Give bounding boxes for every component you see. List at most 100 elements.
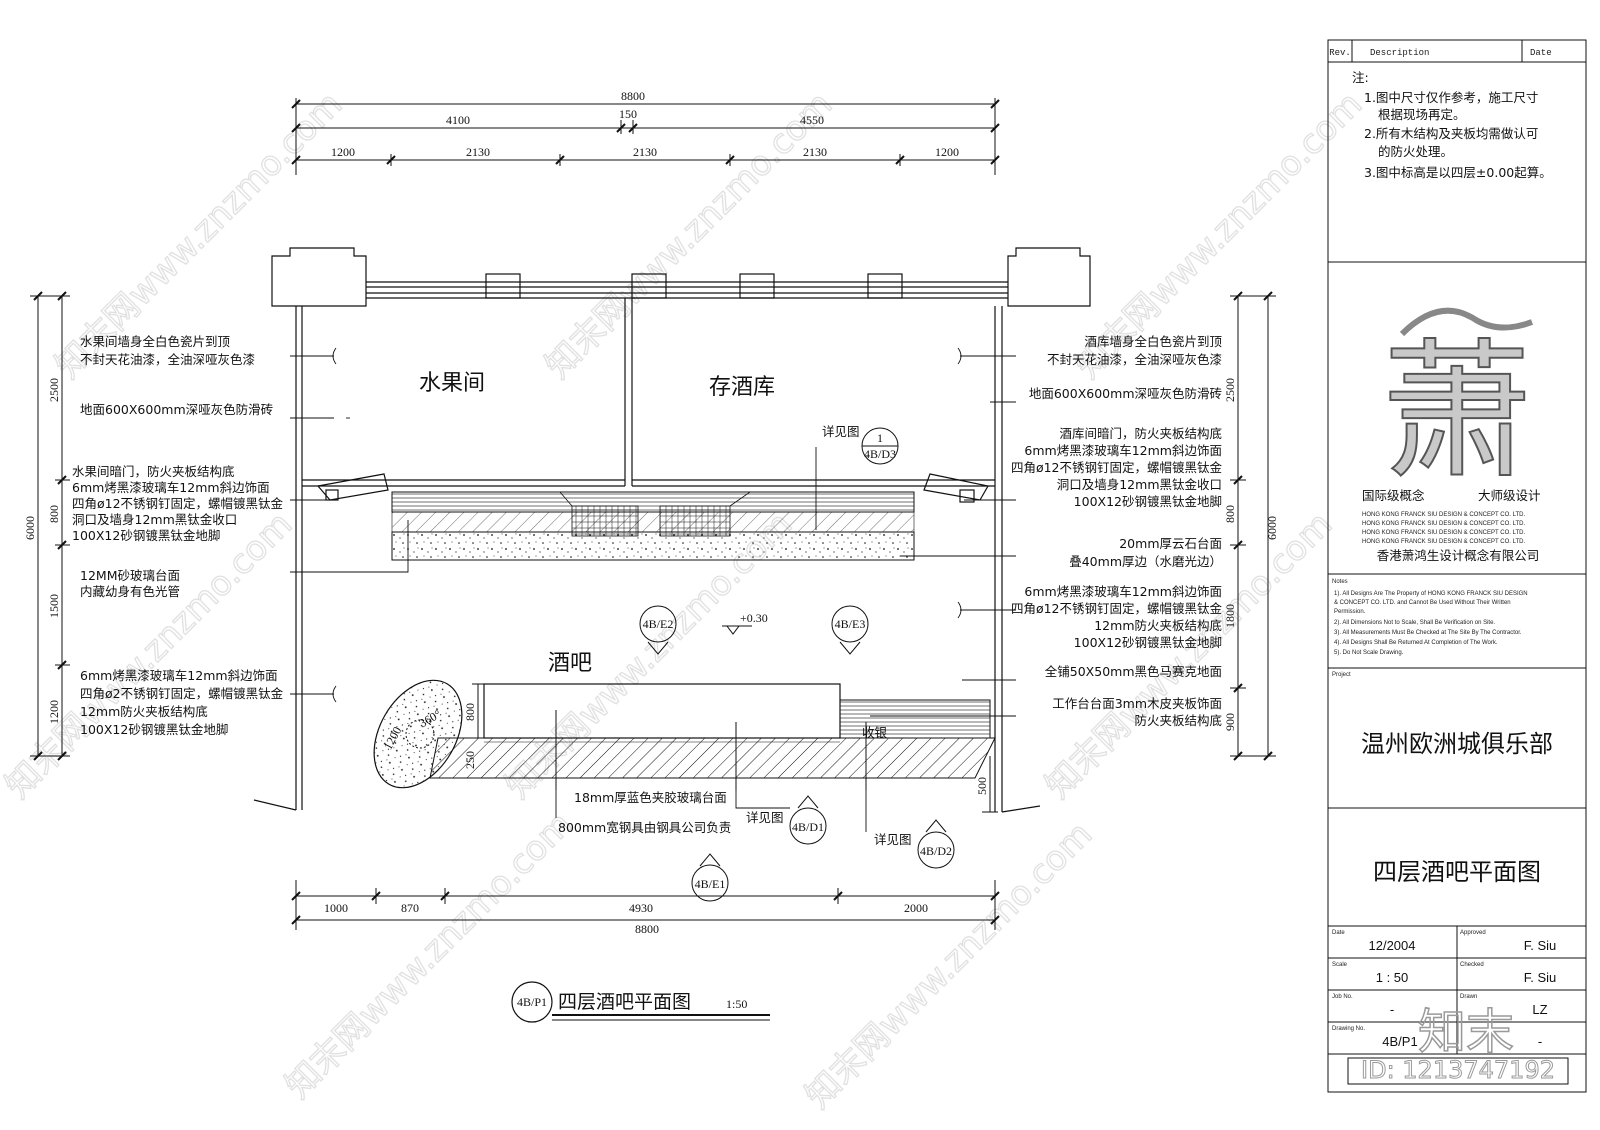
tb-company-en: HONG KONG FRANCK SIU DESIGN & CONCEPT CO… <box>1362 539 1525 545</box>
tb-drawingno-value: 4B/P1 <box>1382 1034 1417 1049</box>
tb-en-note: 2). All Dimensions Not to Scale, Shall B… <box>1334 620 1495 626</box>
tb-note: 3.图中标高是以四层±0.00起算。 <box>1364 165 1552 180</box>
detail-see-d1: 详见图 <box>746 810 784 825</box>
right-note: 100X12砂钢镀黑钛金地脚 <box>1074 635 1222 650</box>
dim-right-2: 800 <box>1223 505 1237 523</box>
detail-d3-tag: 4B/D3 <box>864 447 896 461</box>
dim-right-total: 6000 <box>1265 516 1279 540</box>
bar-counter <box>373 679 996 790</box>
title-block-frame <box>1327 39 1587 1093</box>
dim-bar-800: 800 <box>463 703 477 721</box>
left-note: 洞口及墙身12mm黑钛金收口 <box>72 512 237 527</box>
tb-en-note: 3). All Measurements Must Be Checked at … <box>1334 630 1522 636</box>
dim-left-4: 1200 <box>47 700 61 724</box>
detail-see-d3: 详见图 <box>822 424 860 439</box>
left-note: 12MM砂玻璃台面 <box>80 568 180 583</box>
room-label-fruit: 水果间 <box>419 371 485 396</box>
right-note: 全铺50X50mm黑色马赛克地面 <box>1045 664 1222 679</box>
left-note: 6mm烤黑漆玻璃车12mm斜边饰面 <box>72 480 270 495</box>
bottom-dimension-lines <box>291 880 1000 930</box>
tb-note: 1.图中尺寸仅作参考，施工尺寸 <box>1364 90 1538 105</box>
tb-checked-label: Checked <box>1460 962 1484 968</box>
tb-en-note: & CONCEPT CO. LTD. and Cannot Be Used Wi… <box>1334 600 1511 606</box>
watermark-text: 知末网www.znzmo.com <box>798 814 1100 1116</box>
left-annotations: 水果间墙身全白色瓷片到顶 不封天花油漆，全油深哑灰色漆 地面600X600mm深… <box>72 334 284 737</box>
dim-top-low-3: 2130 <box>633 145 657 159</box>
dim-bottom-500: 500 <box>975 777 989 795</box>
drawing-title-scale: 1:50 <box>726 997 747 1011</box>
tb-jobno-value: - <box>1390 1002 1394 1017</box>
top-dimension-lines <box>291 98 1000 175</box>
back-counter <box>391 491 915 561</box>
left-note: 不封天花油漆，全油深哑灰色漆 <box>80 352 255 367</box>
dim-top-low-2: 2130 <box>466 145 490 159</box>
dim-top-mid-3: 4550 <box>800 113 824 127</box>
tb-en-note: 1). All Designs Are The Property of HONG… <box>1334 591 1528 597</box>
left-dimension-lines <box>30 291 70 761</box>
dim-left-3: 1500 <box>47 594 61 618</box>
dim-left-2: 800 <box>47 505 61 523</box>
tb-description-header: Description <box>1370 48 1429 58</box>
tb-project-name: 温州欧洲城俱乐部 <box>1361 730 1553 758</box>
detail-see-d2: 详见图 <box>874 832 912 847</box>
room-label-bar: 酒吧 <box>548 651 592 676</box>
tb-rev-header: Rev. <box>1329 48 1351 58</box>
watermark-brand: 知末 <box>1418 1004 1514 1060</box>
dim-top-low-5: 1200 <box>935 145 959 159</box>
right-note: 叠40mm厚边（水磨光边） <box>1069 554 1222 569</box>
detail-callouts <box>639 427 955 902</box>
right-note: 20mm厚云石台面 <box>1119 536 1222 551</box>
tb-en-note: 5). Do Not Scale Drawing. <box>1334 650 1404 656</box>
detail-d2-tag: 4B/D2 <box>920 844 952 858</box>
tb-date-value: 12/2004 <box>1369 938 1416 953</box>
dim-right-3: 1800 <box>1223 604 1237 628</box>
right-note: 不封天花油漆，全油深哑灰色漆 <box>1047 352 1222 367</box>
right-note: 工作台台面3mm木皮夹板饰面 <box>1052 696 1222 711</box>
tb-drawingno-label: Drawing No. <box>1332 1026 1365 1032</box>
tb-date-label: Date <box>1332 930 1345 936</box>
right-note: 12mm防火夹板结构底 <box>1094 618 1222 633</box>
left-note: 100X12砂钢镀黑钛金地脚 <box>80 722 228 737</box>
right-note: 洞口及墙身12mm黑钛金收口 <box>1057 477 1222 492</box>
tb-company-en: HONG KONG FRANCK SIU DESIGN & CONCEPT CO… <box>1362 521 1525 527</box>
dim-bar-250: 250 <box>463 751 477 769</box>
right-note: 地面600X600mm深哑灰色防滑砖 <box>1029 386 1222 401</box>
dim-right-4: 900 <box>1223 713 1237 731</box>
left-note: 地面600X600mm深哑灰色防滑砖 <box>80 402 273 417</box>
dim-bottom-4: 2000 <box>904 901 928 915</box>
dim-top-mid-1: 4100 <box>446 113 470 127</box>
right-note: 防火夹板结构底 <box>1134 713 1222 728</box>
left-note: 水果间墙身全白色瓷片到顶 <box>80 334 231 349</box>
tb-date-header: Date <box>1530 48 1552 58</box>
bar-dims <box>472 683 998 813</box>
tb-scale-value: 1 : 50 <box>1376 970 1409 985</box>
tb-rev-value: - <box>1538 1034 1542 1049</box>
company-logo: 萧 <box>1381 307 1534 501</box>
dim-bottom-3: 4930 <box>629 901 653 915</box>
left-note: 12mm防火夹板结构底 <box>80 704 208 719</box>
tb-note: 根据现场再定。 <box>1378 107 1466 122</box>
drawing-title <box>511 981 770 1023</box>
drawing-title-text: 四层酒吧平面图 <box>558 991 691 1013</box>
dim-left-total: 6000 <box>23 516 37 540</box>
tb-company-en: HONG KONG FRANCK SIU DESIGN & CONCEPT CO… <box>1362 512 1525 518</box>
tb-checked-value: F. Siu <box>1524 970 1557 985</box>
right-dimension-lines <box>1230 291 1276 761</box>
dim-top-mid-2: 150 <box>619 107 637 121</box>
drawing-title-tag: 4B/P1 <box>517 995 547 1009</box>
right-note: 四角ø12不锈钢钉固定，螺帽镀黑钛金 <box>1011 601 1223 616</box>
left-note: 100X12砂钢镀黑钛金地脚 <box>72 528 220 543</box>
room-label-wine-store: 存酒库 <box>709 375 775 400</box>
right-note: 酒库间暗门，防火夹板结构底 <box>1059 426 1222 441</box>
detail-d1-tag: 4B/D1 <box>792 820 824 834</box>
tb-slogan-right: 大师级设计 <box>1478 488 1541 503</box>
watermark-text: 知末网www.znzmo.com <box>538 84 840 386</box>
tb-approved-label: Approved <box>1460 930 1486 936</box>
tb-jobno-label: Job No. <box>1332 994 1353 1000</box>
watermark-id: ID: 1213747192 <box>1361 1056 1555 1084</box>
tb-note: 2.所有木结构及夹板均需做认可 <box>1364 126 1538 141</box>
tb-en-note: 4). All Designs Shall Be Returned At Com… <box>1334 640 1498 646</box>
right-note: 100X12砂钢镀黑钛金地脚 <box>1074 494 1222 509</box>
tb-scale-label: Scale <box>1332 962 1348 968</box>
